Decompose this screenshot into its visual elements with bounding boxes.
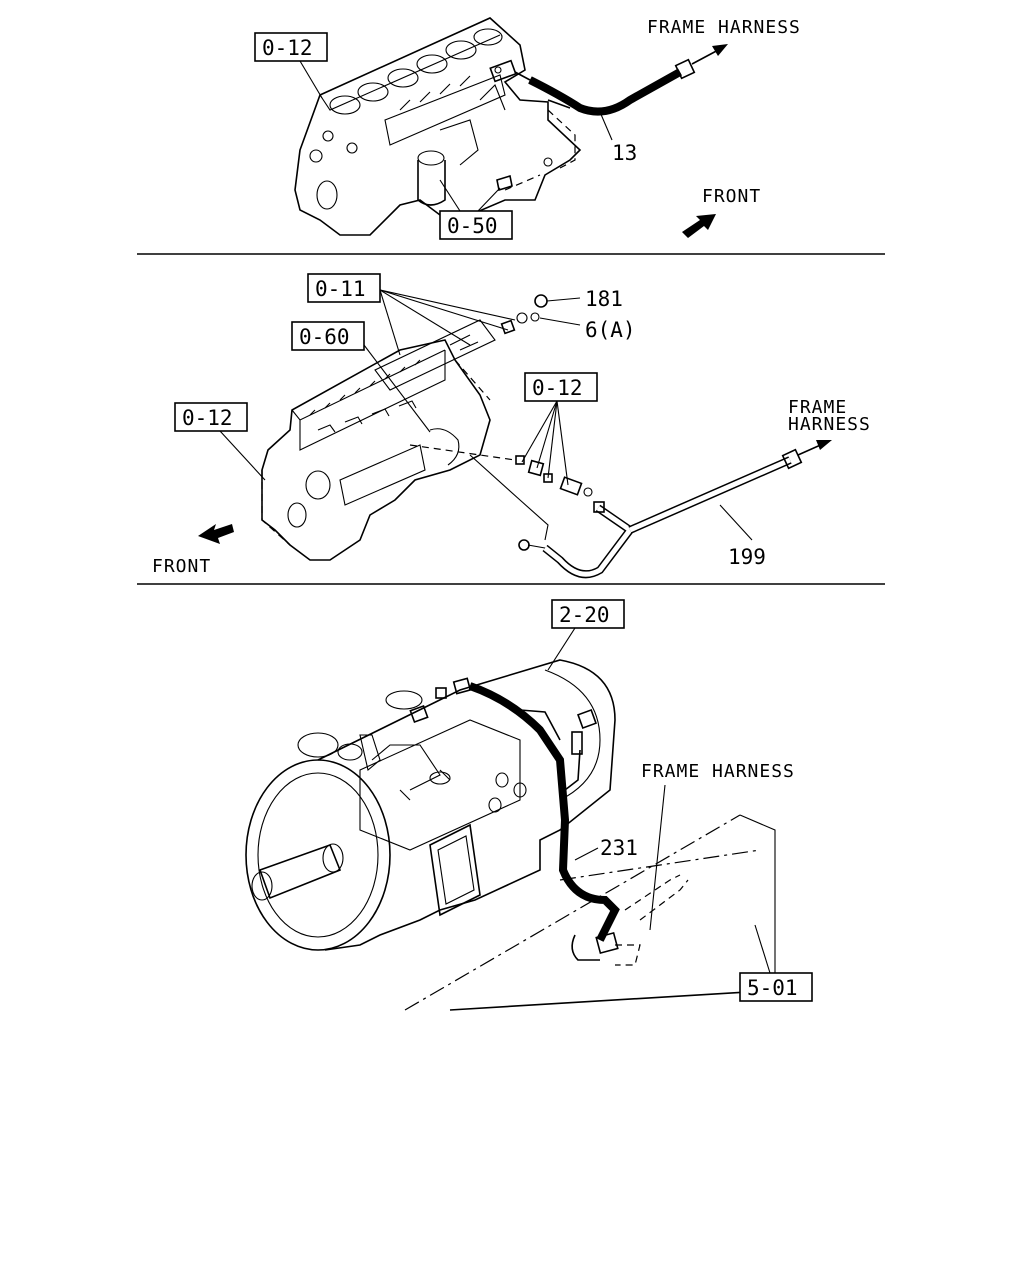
ref-box-0-12-sensor <box>524 372 598 402</box>
panel-bottom: 2-20 231 FRAME HARNESS 5-01 <box>245 599 813 1011</box>
ref-box-0-11 <box>307 273 381 303</box>
part-number-231: 231 <box>600 836 638 860</box>
ref-box-0-50 <box>439 210 513 240</box>
front-arrow-top <box>682 214 716 238</box>
transmission <box>245 659 616 951</box>
part-number-181: 181 <box>585 287 623 311</box>
ref-box-5-01 <box>739 972 813 1002</box>
frame-harness-label-bottom: FRAME HARNESS <box>641 761 795 782</box>
ref-label-0-60: 0-60 <box>299 325 350 349</box>
ref-label-0-12-top: 0-12 <box>262 36 313 60</box>
frame-rail <box>404 814 741 1011</box>
ref-label-0-11: 0-11 <box>315 277 366 301</box>
engine-block-middle <box>261 319 496 561</box>
front-label-middle: FRONT <box>152 556 211 577</box>
frame-harness-label-top: FRAME HARNESS <box>647 17 801 38</box>
ref-box-0-12-top <box>254 32 328 62</box>
ref-box-0-60 <box>291 321 365 351</box>
frame-harness-label-middle-2: HARNESS <box>788 414 871 435</box>
frame-harness-label-middle-1: FRAME <box>788 397 847 418</box>
engine-block-top <box>294 17 582 236</box>
part-number-199: 199 <box>728 545 766 569</box>
front-label-top: FRONT <box>702 186 761 207</box>
ref-label-2-20: 2-20 <box>559 603 610 627</box>
ref-box-2-20 <box>551 599 625 629</box>
part-number-6a: 6(A) <box>585 318 636 342</box>
panel-top: 13 FRAME HARNESS 0-12 0-50 FRONT <box>254 17 801 240</box>
front-arrow-middle <box>198 524 234 544</box>
ref-label-0-12-sensor: 0-12 <box>532 376 583 400</box>
part-number-13: 13 <box>612 141 637 165</box>
panel-middle: 181 6(A) 0-11 0-60 0-12 0-12 <box>152 273 871 579</box>
ref-label-0-12-middle: 0-12 <box>182 406 233 430</box>
ref-label-0-50: 0-50 <box>447 214 498 238</box>
ref-box-0-12-middle <box>174 402 248 432</box>
ref-label-5-01: 5-01 <box>747 976 798 1000</box>
